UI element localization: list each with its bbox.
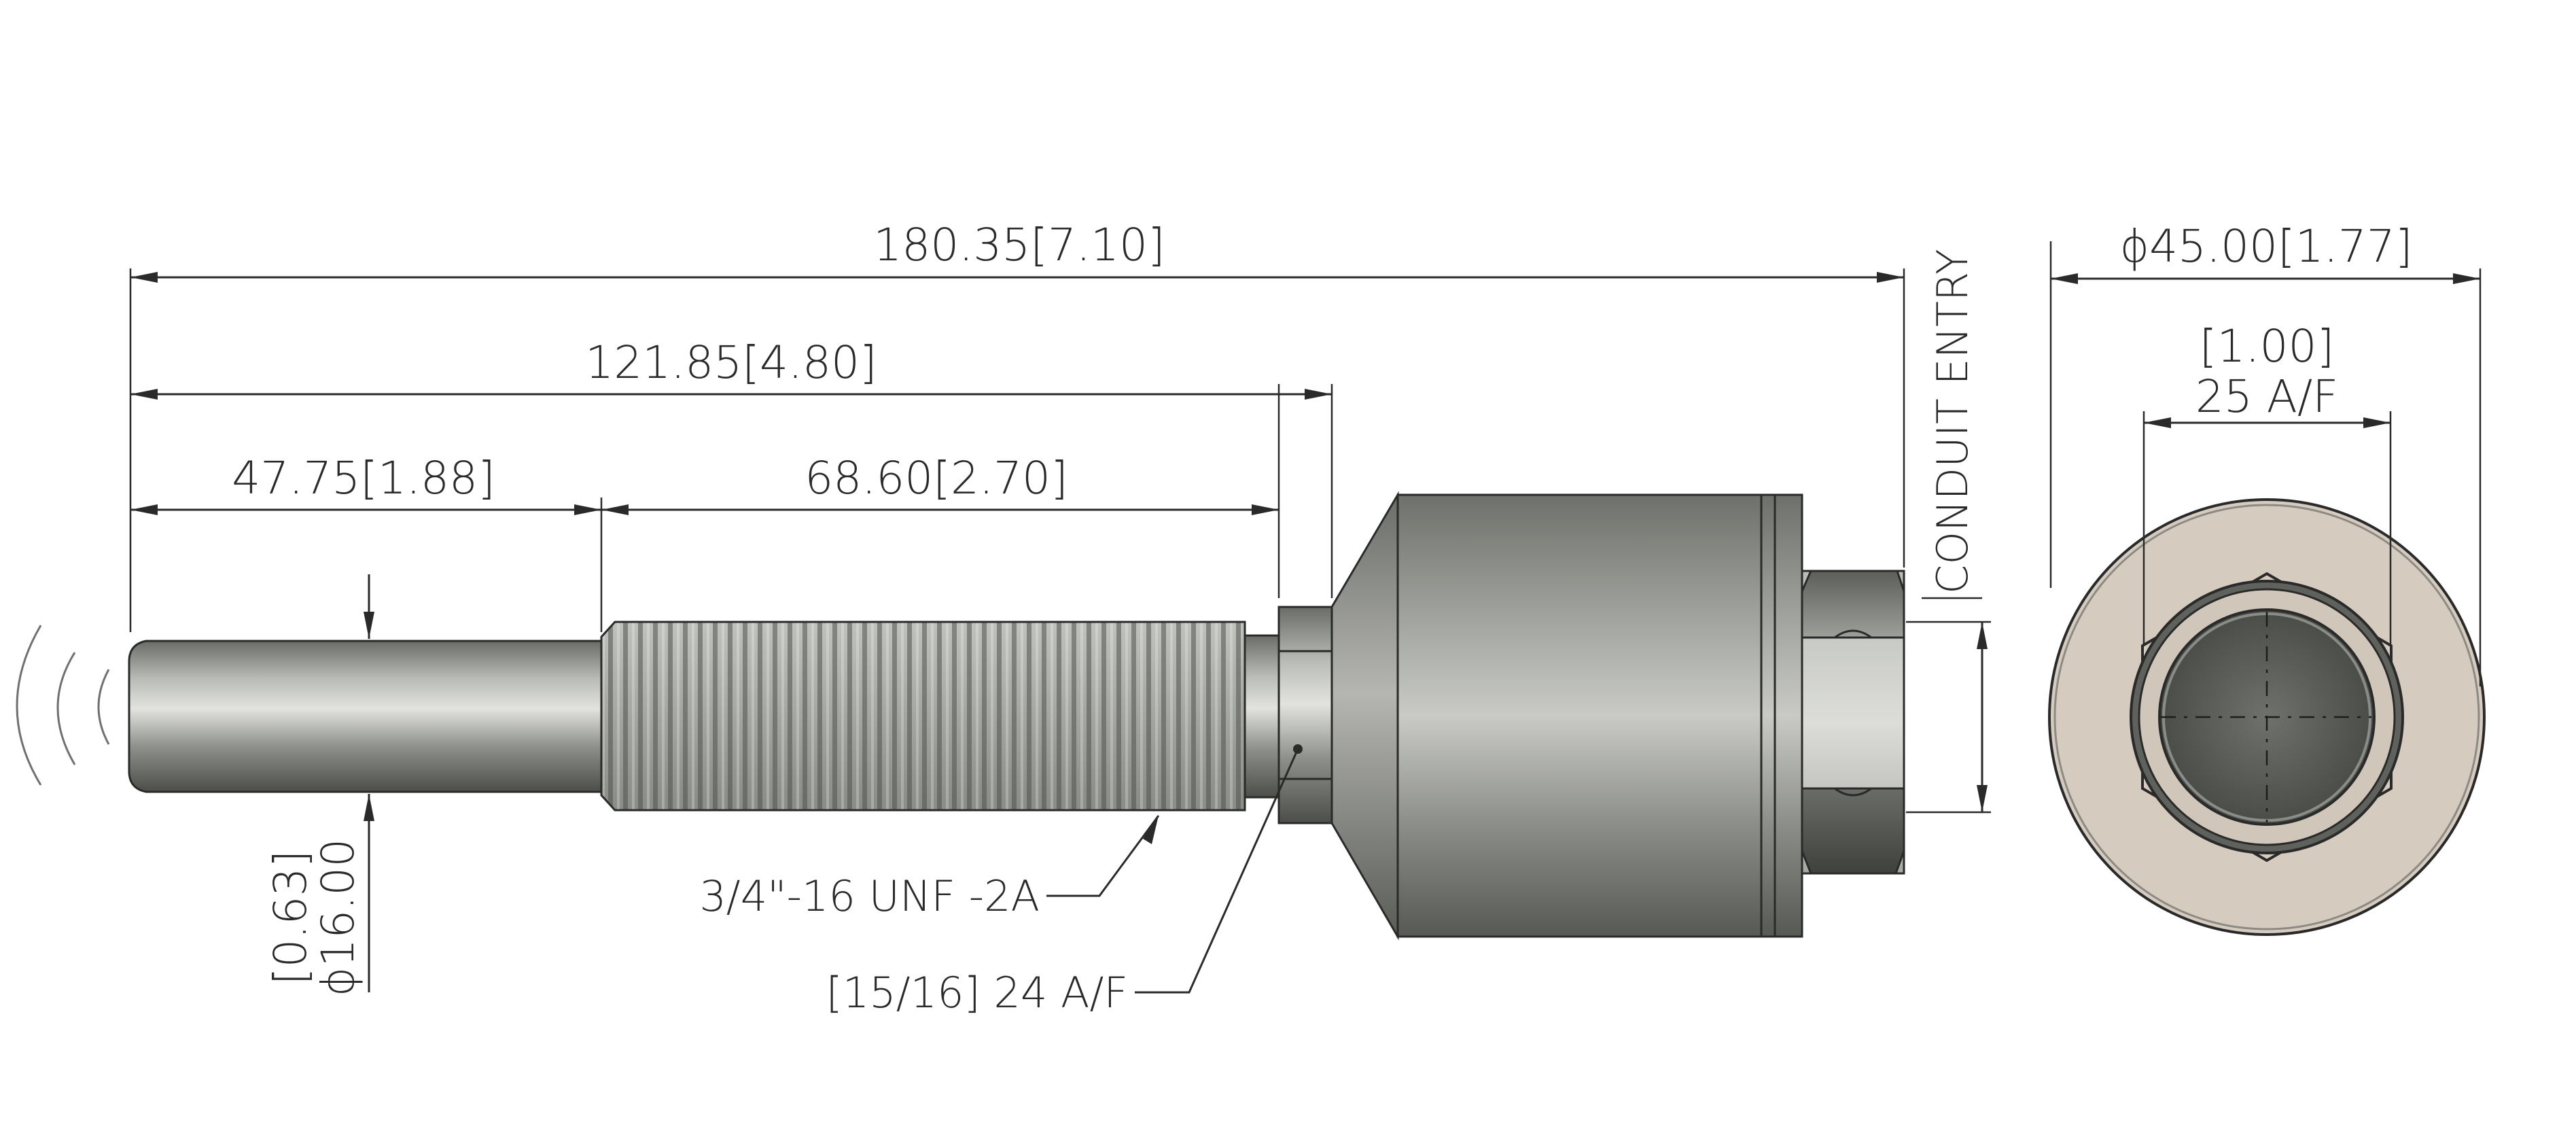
neck xyxy=(1243,634,1280,799)
center-mark xyxy=(2161,612,2371,822)
hex-af-callout: [15/16] 24 A/F xyxy=(826,968,1128,1017)
overall-length-label: 180.35[7.10] xyxy=(873,219,1165,271)
dimension-lines xyxy=(129,241,2482,994)
thread-length-label: 68.60[2.70] xyxy=(805,452,1068,504)
shank-diameter-inch-label: [0.63] xyxy=(264,850,317,985)
threaded-section xyxy=(600,621,1246,812)
main-body xyxy=(1396,493,1763,938)
break-lines xyxy=(16,625,110,786)
nut-af-mm-label: 25 A/F xyxy=(2195,370,2338,423)
gland-nut xyxy=(1801,570,1905,875)
side-view xyxy=(128,491,1905,941)
shank xyxy=(128,640,603,793)
body-diameter-label: ϕ45.00[1.77] xyxy=(2120,220,2413,273)
shank-diameter-mm-label: ϕ16.00 xyxy=(312,839,364,996)
thread-spec-callout: 3/4"-16 UNF -2A xyxy=(699,871,1040,921)
end-flange xyxy=(1760,493,1803,938)
end-view xyxy=(2048,498,2486,936)
nut-af-inch-label: [1.00] xyxy=(2200,320,2334,372)
small-hex xyxy=(1277,606,1333,824)
shank-length-label: 47.75[1.88] xyxy=(232,452,495,504)
to-hex-length-label: 121.85[4.80] xyxy=(585,336,877,389)
cone-transition xyxy=(1330,491,1399,941)
conduit-entry-label: CONDUIT ENTRY xyxy=(1928,249,1977,594)
